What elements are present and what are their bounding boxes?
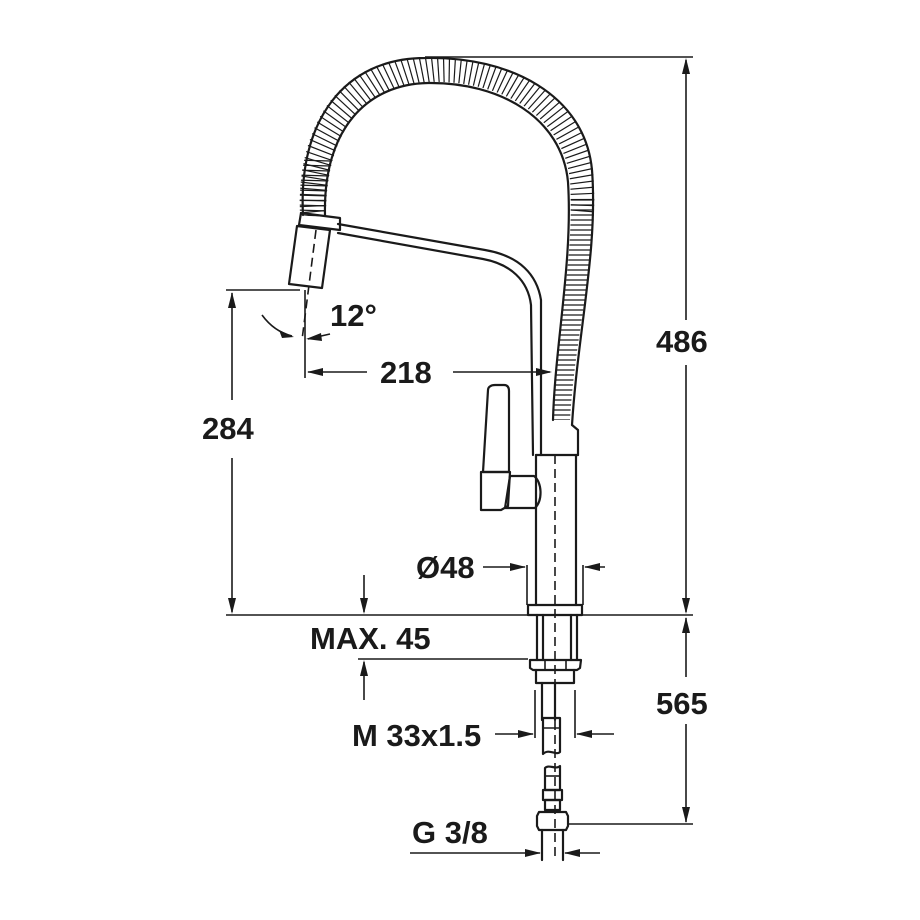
connection-thread-label: G 3/8 xyxy=(412,815,488,850)
handle-lever xyxy=(481,383,511,474)
handle-hub xyxy=(503,474,542,510)
overall-height-label: 486 xyxy=(656,324,708,359)
angle-label: 12° xyxy=(330,298,377,333)
hose-outer-edge xyxy=(301,56,595,427)
mounting-nut xyxy=(528,658,583,672)
hose-inner-edge xyxy=(323,81,570,422)
hose-fitting-lower xyxy=(543,764,562,792)
spout-arm-inner xyxy=(336,231,535,457)
hose-length-label: 565 xyxy=(656,686,708,721)
dimension-lines xyxy=(226,56,693,857)
mounting-thread-label: M 33x1.5 xyxy=(352,718,481,753)
body-diameter-label: Ø48 xyxy=(416,550,475,585)
connection-nut xyxy=(535,810,570,832)
body-shoulder xyxy=(570,423,580,457)
reach-label: 218 xyxy=(380,355,432,390)
hose-fitting-upper xyxy=(541,716,562,756)
max-deck-thickness-label: MAX. 45 xyxy=(310,621,431,656)
spout-arm xyxy=(336,222,543,457)
hose-collar xyxy=(297,211,342,232)
spray-head xyxy=(287,224,332,290)
spout-height-label: 284 xyxy=(202,411,254,446)
